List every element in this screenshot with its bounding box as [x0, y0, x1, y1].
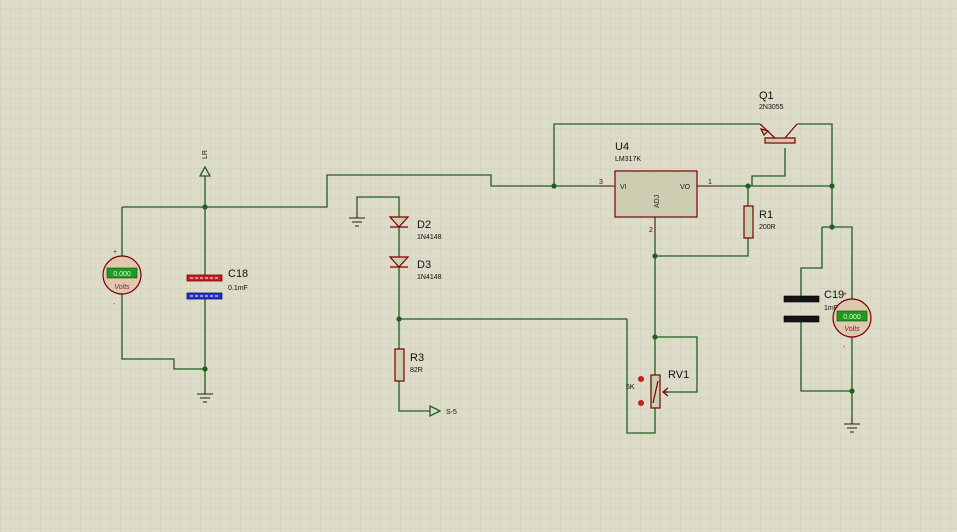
meter-minus: -	[843, 344, 846, 351]
meter-reading: 0.000	[843, 314, 861, 321]
rv1-value: 5K	[626, 384, 635, 391]
terminal-s5-label: S-5	[446, 409, 457, 416]
r3-ref: R3	[410, 352, 424, 364]
d3-ref: D3	[417, 259, 431, 271]
capacitor-c19[interactable]: C19 1mF	[783, 289, 844, 323]
u4-ref: U4	[615, 141, 629, 153]
transistor-q1[interactable]: Q1 2N3055	[759, 90, 798, 144]
u4-pin3: 3	[599, 179, 603, 186]
c19-ref: C19	[824, 289, 844, 301]
r1-value: 200R	[759, 224, 776, 231]
rv1-ref: RV1	[668, 369, 689, 381]
q1-ref: Q1	[759, 90, 774, 102]
voltmeter-left[interactable]: 0.000 Volts + -	[102, 249, 142, 308]
diode-d3[interactable]: D3 1N4148	[388, 256, 442, 281]
u4-pin-vi: VI	[620, 184, 627, 191]
regulator-u4[interactable]: U4 LM317K VI VO ADJ 3 1 2	[597, 141, 715, 236]
meter-display	[836, 310, 868, 322]
meter-reading: 0.000	[113, 271, 131, 278]
voltmeter-right[interactable]: 0.000 Volts + -	[832, 291, 872, 351]
d2-ref: D2	[417, 219, 431, 231]
terminal-lr-label: LR	[202, 150, 209, 159]
r3-value: 82R	[410, 367, 423, 374]
terminal-lr[interactable]: LR	[198, 150, 212, 177]
meter-unit: Volts	[114, 284, 130, 291]
q1-value: 2N3055	[759, 104, 784, 111]
u4-pin1: 1	[708, 179, 712, 186]
ground-icon	[844, 418, 860, 433]
meter-minus: -	[113, 301, 116, 308]
diode-d2[interactable]: D2 1N4148	[388, 216, 442, 241]
c18-ref: C18	[228, 268, 248, 280]
c19-value: 1mF	[824, 305, 838, 312]
terminal-s5[interactable]: S-5	[429, 404, 457, 418]
meter-plus: +	[843, 291, 847, 298]
u4-pin2: 2	[649, 227, 653, 234]
junction-dots	[202, 183, 855, 394]
meter-plus: +	[113, 249, 117, 256]
d3-value: 1N4148	[417, 274, 442, 281]
wires	[121, 123, 853, 434]
meter-display	[106, 267, 138, 279]
potentiometer-rv1[interactable]: RV1 5K	[626, 369, 689, 409]
u4-pin-vo: VO	[680, 184, 691, 191]
resistor-r1[interactable]: R1 200R	[743, 205, 776, 239]
capacitor-c18[interactable]: C18 0.1mF	[186, 268, 248, 300]
r1-ref: R1	[759, 209, 773, 221]
u4-value: LM317K	[615, 156, 641, 163]
resistor-r3[interactable]: R3 82R	[394, 348, 424, 382]
u4-pin-adj: ADJ	[654, 195, 661, 208]
c18-value: 0.1mF	[228, 285, 248, 292]
ground-icon	[197, 390, 213, 403]
d2-value: 1N4148	[417, 234, 442, 241]
meter-unit: Volts	[844, 326, 860, 333]
ground-icon	[349, 213, 365, 227]
